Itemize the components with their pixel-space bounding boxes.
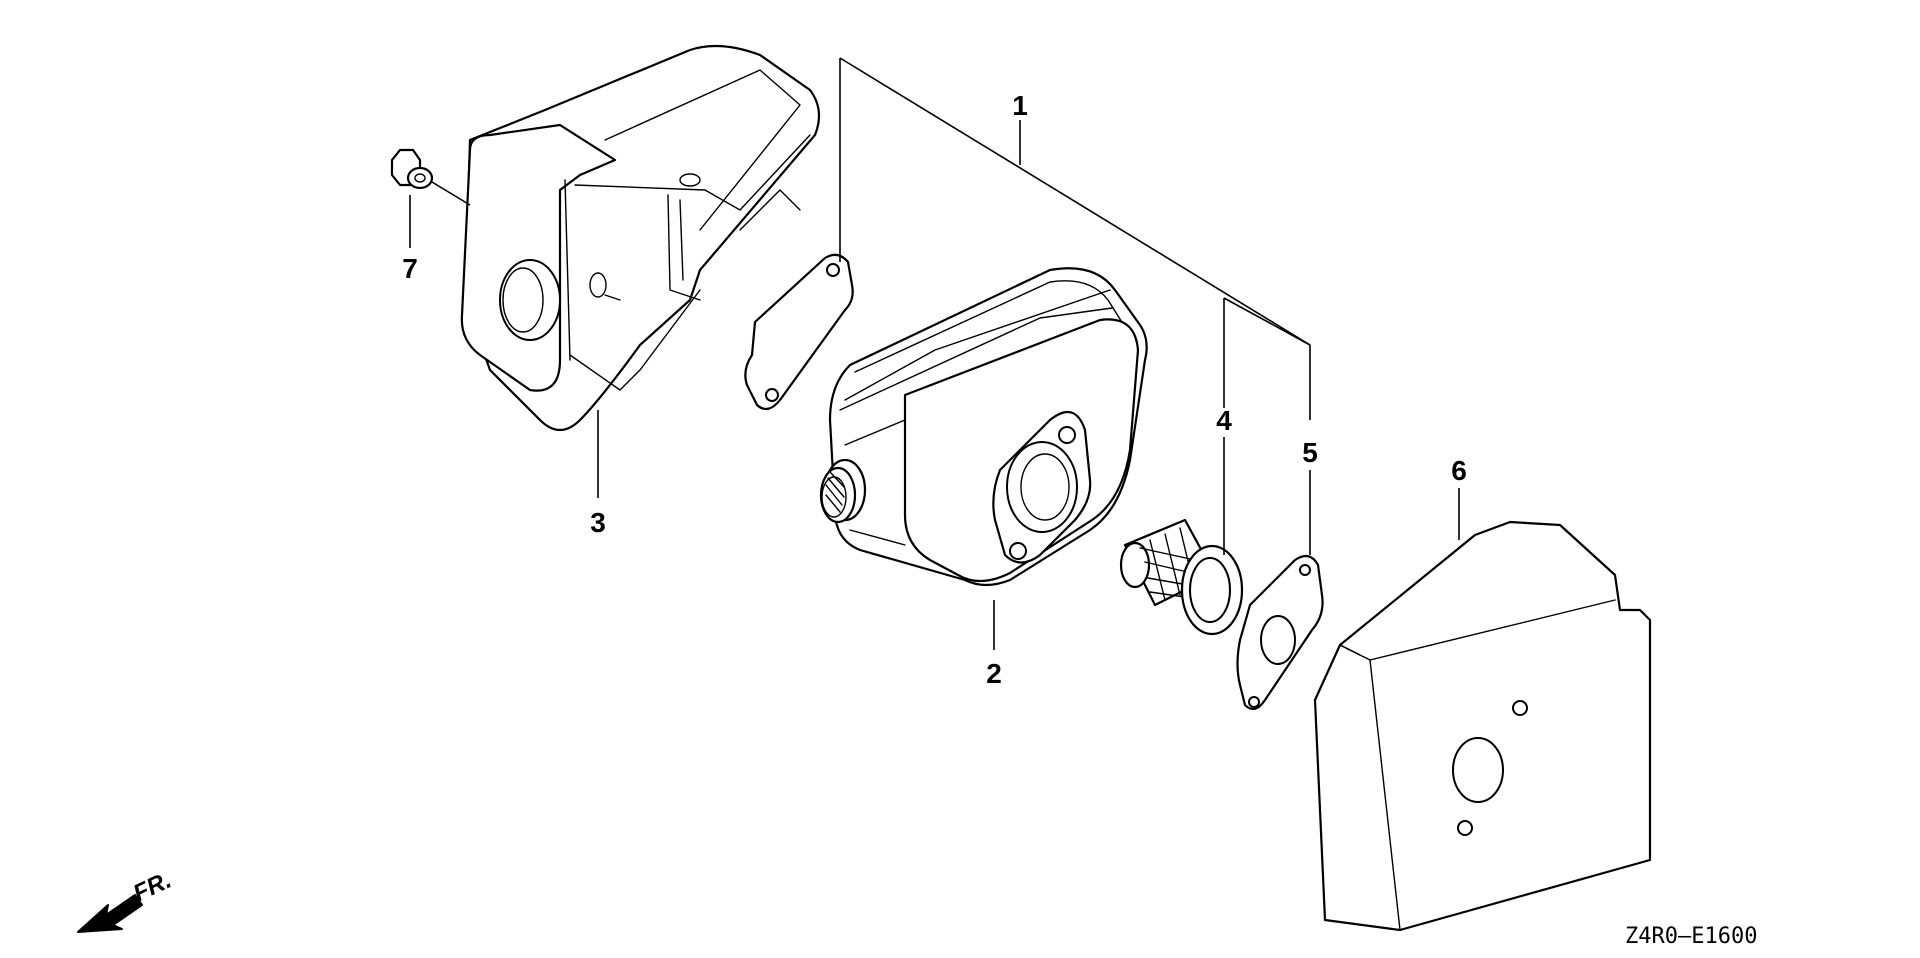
leader-lines <box>409 57 1460 650</box>
drawing-code: Z4R0—E1600 <box>1625 924 1757 949</box>
callout-1: 1 <box>1012 90 1028 121</box>
arrow-icon <box>77 894 143 933</box>
callout-6: 6 <box>1451 455 1467 486</box>
flange-nut <box>390 148 471 206</box>
leader-4-join <box>1223 297 1311 346</box>
heat-shield <box>1313 520 1652 932</box>
muffler <box>819 267 1148 587</box>
muffler-protector <box>460 44 821 432</box>
muffler-gasket <box>1236 554 1324 711</box>
callout-7: 7 <box>402 253 418 284</box>
spark-arrester <box>1119 518 1244 636</box>
leader-set-top <box>839 57 1311 346</box>
callout-5: 5 <box>1302 437 1318 468</box>
callout-4: 4 <box>1216 405 1232 436</box>
front-direction-indicator: FR. <box>77 867 176 933</box>
exhaust-gasket-upper <box>744 253 854 411</box>
callout-3: 3 <box>590 507 606 538</box>
callout-2: 2 <box>986 658 1002 689</box>
